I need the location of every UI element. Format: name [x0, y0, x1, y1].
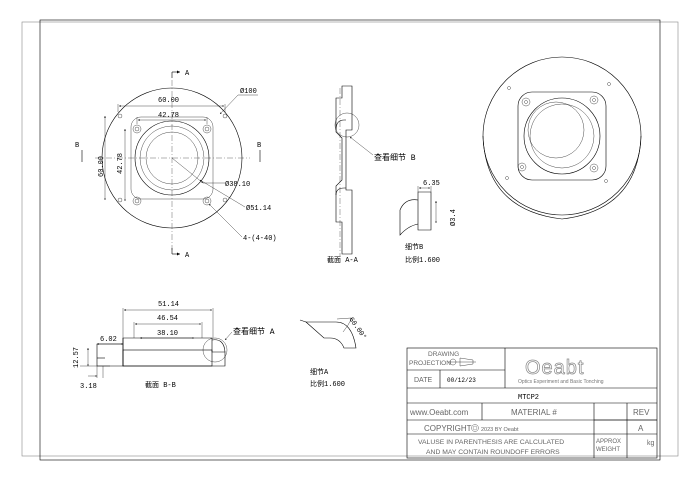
detail-b-caption: 细节B [405, 242, 423, 252]
rev-label: REV [633, 408, 650, 417]
material-label: MATERIAL # [511, 408, 557, 417]
copyright-label: COPYRIGHT [424, 424, 472, 433]
detail-a-view: 60.00° 细节A 比例1.600 [299, 316, 369, 389]
section-label-b-left: B [75, 142, 79, 150]
counterbore-square [130, 116, 214, 200]
dim-width-42: 42.78 [158, 112, 179, 120]
copyright-icon [471, 424, 479, 432]
detail-b-scale: 比例1.600 [405, 255, 440, 265]
section-bb-view: 51.14 46.54 38.10 6.02 12.57 3.18 查看细节 A… [73, 301, 275, 391]
logo-subtitle: Optics Experiment and Basic Tonching [518, 379, 604, 385]
detail-b-circle [334, 112, 360, 138]
section-label-a-top: A [185, 70, 190, 78]
section-aa-view: 查看细节 B 截面 A-A [327, 85, 416, 265]
section-label-b-right: B [257, 142, 261, 150]
dim-width-60: 60.00 [158, 97, 179, 105]
drawing-label-1: DRAWING [428, 351, 459, 358]
bore-inner [145, 131, 199, 185]
dim-51: 51.14 [158, 301, 179, 309]
section-bb-caption: 截面 B-B [145, 380, 176, 390]
dim-12: 12.57 [73, 347, 81, 368]
section-label-a-bottom: A [185, 252, 190, 260]
dim-bore-dia: Ø38.10 [225, 180, 250, 189]
detail-b-dia: Ø3.4 [449, 209, 458, 226]
rev-value: A [638, 424, 644, 433]
mounting-holes [117, 113, 228, 206]
section-aa-caption: 截面 A-A [327, 255, 359, 265]
copyright-year: 2023 BY Oeabt [481, 427, 519, 433]
detail-b-view: 6.35 Ø3.4 细节B 比例1.600 [399, 180, 458, 265]
dim-outer-dia: Ø100 [240, 87, 257, 96]
front-view: A A B B 60.00 [75, 70, 277, 260]
title-block: DRAWING PROJECTION DATE 00/12/23 Oeabt O… [406, 347, 658, 459]
weight-unit: kg [647, 440, 655, 447]
dim-38: 38.10 [157, 330, 178, 338]
part-number: MTCP2 [518, 394, 539, 402]
detail-a-circle [202, 337, 228, 363]
bore-ring [139, 125, 205, 191]
detail-a-caption: 细节A [310, 367, 329, 377]
section-aa-callout: 查看细节 B [374, 152, 416, 163]
dim-holes: 4-(4-40) [243, 235, 277, 243]
dim-46: 46.54 [157, 315, 178, 323]
section-bb-callout: 查看细节 A [233, 326, 275, 337]
note-line1: VALUSE IN PARENTHESIS ARE CALCULATED [418, 439, 564, 446]
outer-border [21, 21, 679, 457]
date-label: DATE [414, 377, 432, 384]
dim-6: 6.02 [100, 336, 117, 344]
approx-label-2: WEIGHT [596, 447, 620, 453]
dim-height-42: 42.78 [117, 153, 125, 174]
isometric-view [482, 56, 642, 220]
dim-height-60: 60.00 [98, 156, 106, 177]
drawing-label-2: PROJECTION [409, 360, 451, 367]
dim-3: 3.18 [80, 383, 97, 391]
approx-label-1: APPROX [596, 439, 621, 445]
dim-inner-dia: Ø51.14 [246, 204, 271, 213]
projection-symbol-icon [448, 357, 476, 367]
detail-a-scale: 比例1.600 [310, 379, 345, 389]
note-line2: AND MAY CONTAIN ROUNDOFF ERRORS [426, 449, 560, 456]
inner-border [39, 19, 661, 461]
outer-circle [101, 87, 243, 229]
detail-a-angle: 60.00° [347, 316, 369, 342]
detail-b-width: 6.35 [423, 180, 440, 188]
inner-ring [134, 120, 210, 196]
website: www.Oeabt.com [409, 408, 469, 417]
date-value: 00/12/23 [447, 377, 476, 384]
logo: Oeabt [525, 357, 584, 379]
